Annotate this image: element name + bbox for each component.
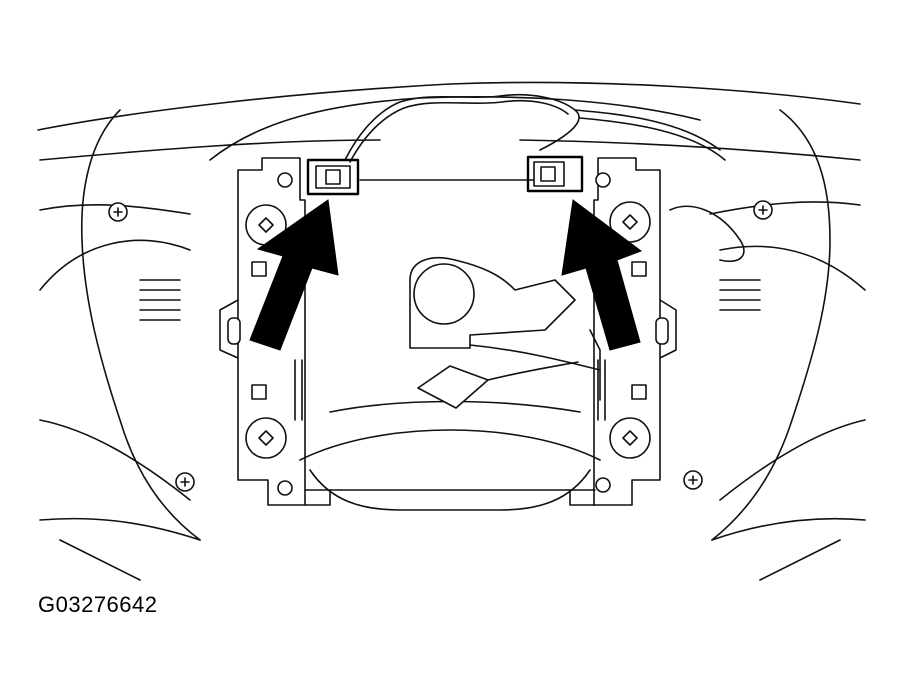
left-connector	[306, 158, 360, 196]
figure-id-label: G03276642	[38, 592, 158, 617]
arrow-up-right-icon	[249, 199, 339, 351]
wiring-harness	[344, 93, 726, 163]
right-connector	[526, 155, 584, 193]
arrow-up-left-icon	[561, 199, 643, 351]
upper-cover-outline	[37, 81, 861, 181]
center-hub	[299, 257, 601, 511]
left-spoke	[39, 109, 201, 581]
right-spoke	[669, 109, 866, 581]
